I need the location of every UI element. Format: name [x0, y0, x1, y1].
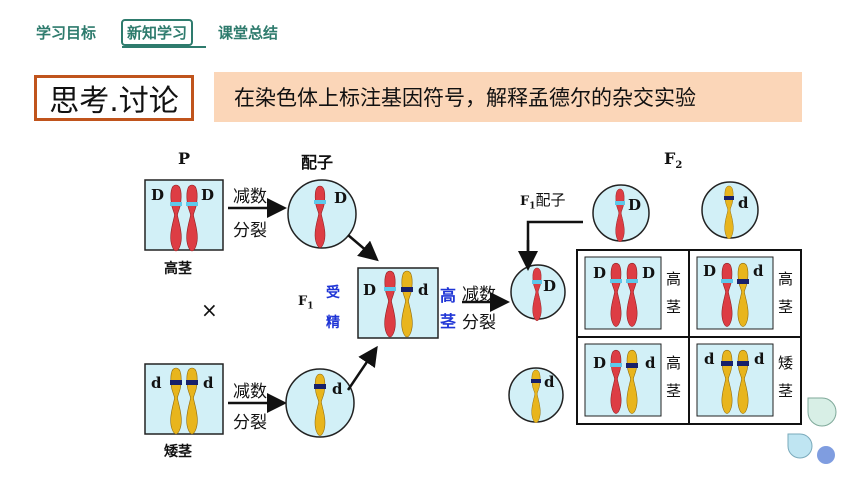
label-f1: F1	[298, 294, 314, 312]
chromosome-yellow	[401, 270, 413, 338]
chromosome-red	[314, 185, 326, 248]
label-gametes: 配子	[301, 153, 334, 172]
label-fertilization-2: 精	[326, 315, 340, 331]
chromosome-red	[384, 270, 396, 338]
phenotype-dwarf-a: 矮	[778, 354, 794, 372]
allele-label: d	[738, 194, 749, 212]
decor-dot-icon	[817, 446, 835, 464]
phenotype-tall-2a: 高	[778, 270, 794, 288]
parent-tall-cell	[144, 179, 224, 251]
chromosome-red	[610, 262, 622, 327]
phenotype-dwarf-b: 茎	[778, 382, 794, 400]
arrow-fertilization-dwarf	[346, 345, 378, 391]
label-meiosis-f1-2: 分裂	[462, 313, 496, 333]
allele-label: d	[544, 373, 555, 391]
chromosome-red	[626, 262, 638, 327]
allele-label: d	[704, 350, 715, 368]
nav-tab-summary[interactable]: 课堂总结	[218, 24, 279, 42]
chromosome-red	[615, 188, 625, 243]
parent-dwarf-cell	[144, 363, 224, 435]
allele-label: d	[151, 374, 162, 392]
chromosome-yellow	[724, 185, 734, 240]
f2-cell-Dd-bottom	[584, 343, 662, 417]
chromosome-yellow	[531, 369, 541, 424]
task-banner-text: 在染色体上标注基因符号，解释孟德尔的杂交实验	[234, 86, 696, 110]
f2-cell-Dd-top	[696, 256, 774, 330]
label-meiosis-tall-1: 减数	[233, 187, 267, 207]
allele-label: D	[201, 186, 215, 204]
allele-label: D	[593, 264, 607, 282]
chromosome-yellow	[737, 349, 749, 414]
allele-label: D	[642, 264, 656, 282]
arrow-fertilization-tall	[347, 234, 379, 262]
allele-label: D	[363, 281, 377, 299]
allele-label: d	[754, 350, 765, 368]
label-meiosis-tall-2: 分裂	[233, 221, 267, 241]
phenotype-tall-2b: 茎	[778, 298, 794, 316]
decor-leaf-icon	[807, 397, 837, 427]
nav-active-underline	[122, 46, 206, 48]
label-meiosis-dwarf-2: 分裂	[233, 413, 267, 433]
label-f1-gametes: F1配子	[520, 191, 566, 212]
allele-label: d	[753, 262, 764, 280]
phenotype-tall-1b: 茎	[666, 298, 682, 316]
chromosome-red	[170, 184, 182, 252]
task-banner: 在染色体上标注基因符号，解释孟德尔的杂交实验	[214, 72, 802, 122]
f2-cell-DD	[584, 256, 662, 330]
chromosome-yellow	[626, 349, 638, 414]
allele-label: D	[543, 277, 557, 295]
chromosome-red	[610, 349, 622, 414]
f1-cell	[357, 267, 439, 339]
label-meiosis-f1-1: 减数	[462, 285, 496, 305]
allele-label: d	[203, 374, 214, 392]
label-meiosis-dwarf-1: 减数	[233, 382, 267, 402]
allele-label: D	[334, 189, 348, 207]
allele-label: d	[332, 380, 343, 398]
allele-label: D	[593, 354, 607, 372]
think-discuss-title: 思考.讨论	[34, 75, 194, 121]
f2-cell-dd	[696, 343, 774, 417]
phenotype-tall-1a: 高	[666, 270, 682, 288]
chromosome-yellow	[170, 367, 182, 435]
phenotype-tall-3a: 高	[666, 354, 682, 372]
allele-label: D	[628, 196, 642, 214]
chromosome-red	[186, 184, 198, 252]
chromosome-yellow	[737, 262, 749, 327]
nav-tab-new-learning[interactable]: 新知学习	[121, 19, 194, 46]
chromosome-red	[721, 262, 733, 327]
nav-tab-goals[interactable]: 学习目标	[36, 24, 97, 42]
label-fertilization-1: 受	[326, 285, 340, 301]
label-dwarf: 矮茎	[164, 444, 192, 460]
arrow-f1-gametes-path	[526, 220, 583, 262]
decor-drop-icon	[787, 433, 813, 459]
allele-label: D	[151, 186, 165, 204]
label-f1-tall-1: 高	[440, 286, 457, 305]
label-f1-tall-2: 茎	[440, 312, 457, 331]
allele-label: d	[418, 281, 429, 299]
chromosome-red	[532, 267, 542, 322]
phenotype-tall-3b: 茎	[666, 382, 682, 400]
cross-symbol: ×	[201, 298, 218, 322]
label-tall: 高茎	[164, 261, 192, 277]
label-f2: F2	[664, 149, 683, 172]
label-p: P	[178, 149, 191, 168]
allele-label: D	[703, 262, 717, 280]
chromosome-yellow	[721, 349, 733, 414]
chromosome-yellow	[186, 367, 198, 435]
chromosome-yellow	[314, 373, 326, 436]
gamete-tall-circle	[287, 179, 357, 249]
allele-label: d	[645, 354, 656, 372]
